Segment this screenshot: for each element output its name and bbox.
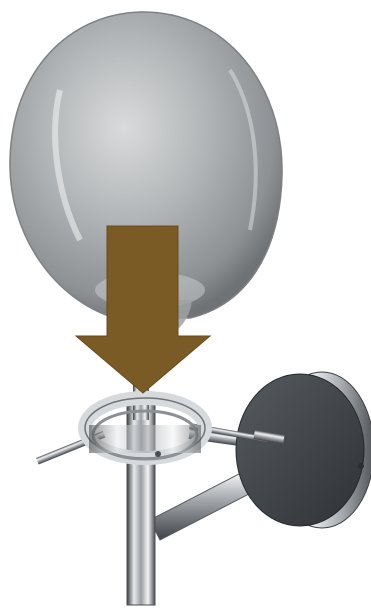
wall-plate — [236, 372, 371, 528]
lamp-stem — [127, 380, 155, 605]
